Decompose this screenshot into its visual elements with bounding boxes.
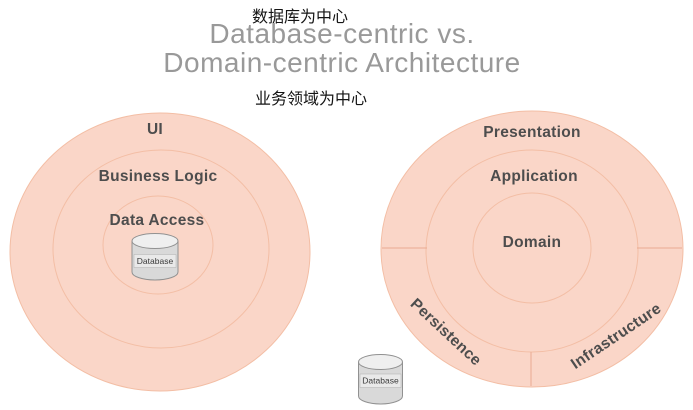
domain-centric-diagram: Presentation Application Domain Persiste… bbox=[358, 110, 684, 405]
database-cylinder-left: Database bbox=[131, 233, 179, 281]
layer-label-data-access: Data Access bbox=[110, 212, 205, 229]
layer-label-ui: UI bbox=[147, 121, 163, 138]
caption-domain-centric: 业务领域为中心 bbox=[254, 91, 368, 108]
page-title: Database-centric vs. Domain-centric Arch… bbox=[163, 18, 521, 78]
layer-label-presentation: Presentation bbox=[483, 124, 581, 141]
caption-database-centric: 数据库为中心 bbox=[251, 9, 349, 26]
title-line-1: Database-centric vs. bbox=[209, 18, 475, 49]
database-cylinder-right: Database bbox=[358, 354, 403, 405]
cylinder-label-box bbox=[133, 254, 177, 268]
layer-label-business-logic: Business Logic bbox=[99, 168, 218, 185]
database-label: Database bbox=[362, 376, 399, 386]
database-centric-diagram: UI Business Logic Data Access Database bbox=[9, 112, 311, 392]
layer-label-application: Application bbox=[490, 168, 578, 185]
right-ring-domain bbox=[472, 192, 592, 304]
cylinder-label-box bbox=[359, 373, 402, 388]
database-label: Database bbox=[137, 256, 174, 266]
cylinder-top bbox=[131, 233, 179, 249]
cylinder-top bbox=[358, 354, 403, 370]
layer-label-domain: Domain bbox=[503, 234, 562, 251]
title-line-2: Domain-centric Architecture bbox=[163, 46, 521, 78]
